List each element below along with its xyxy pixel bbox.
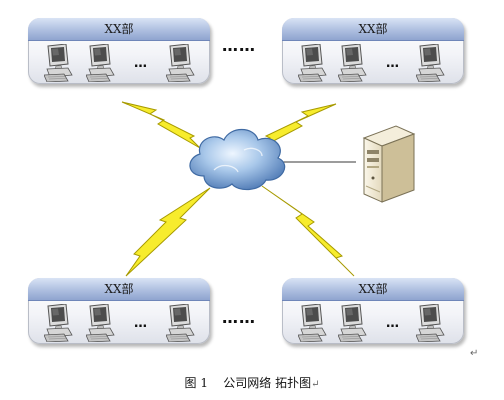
figure-number: 图 1: [184, 376, 208, 390]
link-bottom-left: [125, 187, 211, 277]
link-bottom-right: [261, 185, 355, 277]
caption-paragraph-mark: ↵: [311, 379, 320, 390]
computer-icon: [416, 44, 446, 82]
department-box-top-right: XX部 …: [282, 18, 464, 84]
computer-icon: [416, 304, 446, 342]
department-box-top-left: XX部 …: [28, 18, 210, 84]
computer-icon: [44, 304, 74, 342]
department-label: XX部: [28, 18, 210, 41]
paragraph-mark: ↵: [470, 348, 479, 359]
computer-icon: [44, 44, 74, 82]
computer-icon: [338, 44, 368, 82]
department-ellipsis-top: ……: [222, 36, 256, 55]
computer-icon: [166, 44, 196, 82]
cloud-icon: [189, 128, 286, 191]
department-box-bottom-left: XX部 …: [28, 278, 210, 344]
computer-icon: [298, 44, 328, 82]
link-top-left: [121, 101, 201, 149]
computer-icon: [86, 304, 116, 342]
server-icon: [362, 125, 416, 203]
figure-caption: 图 1 公司网络 拓扑图↵: [0, 374, 504, 391]
figure-title: 公司网络 拓扑图: [223, 376, 312, 390]
computer-icon: [86, 44, 116, 82]
department-box-bottom-right: XX部 …: [282, 278, 464, 344]
department-ellipsis-bottom: ……: [222, 308, 256, 327]
link-top-right: [259, 103, 337, 149]
computer-ellipsis: …: [134, 316, 148, 331]
department-label: XX部: [282, 278, 464, 301]
computer-ellipsis: …: [386, 56, 400, 71]
computer-icon: [298, 304, 328, 342]
computer-ellipsis: …: [134, 56, 148, 71]
computer-ellipsis: …: [386, 316, 400, 331]
computer-icon: [166, 304, 196, 342]
computer-icon: [338, 304, 368, 342]
department-label: XX部: [282, 18, 464, 41]
department-label: XX部: [28, 278, 210, 301]
